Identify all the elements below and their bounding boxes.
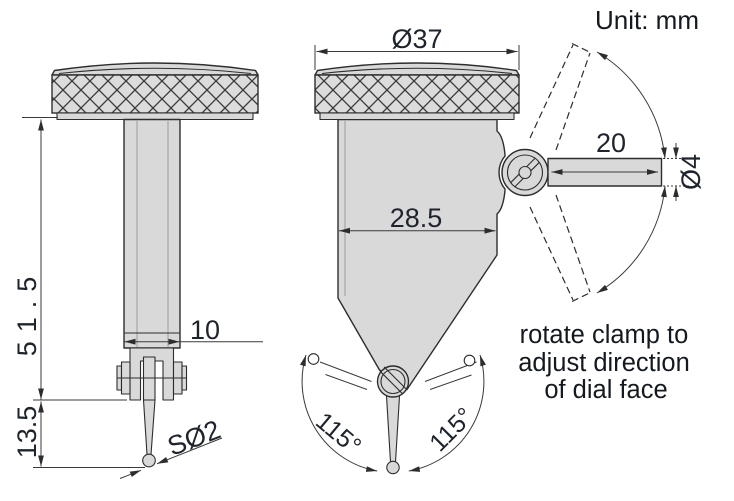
dim-rod-length-label: 20	[596, 128, 626, 158]
stylus-front	[385, 395, 401, 475]
caption-line-1: rotate clamp to	[520, 321, 689, 349]
dim-ball-diameter: SØ2	[119, 414, 225, 479]
clamp-rotation-arc	[596, 51, 667, 294]
pivot-screw	[376, 365, 410, 398]
caption: rotate clamp to adjust direction of dial…	[518, 321, 690, 404]
front-view: 115° 115° Ø37 28.5 20 Ø4	[300, 24, 706, 475]
caption-line-2: adjust direction	[518, 349, 690, 377]
swung-ball-right	[463, 354, 476, 367]
swing-angle-left-label: 115°	[310, 407, 366, 460]
dim-body-depth-label: 28.5	[390, 203, 443, 233]
dim-rod-length: 20	[551, 128, 658, 175]
unit-note: Unit: mm	[595, 5, 699, 35]
knurled-cap-front	[314, 62, 520, 121]
stylus	[142, 399, 156, 468]
dim-rod-diameter-label: Ø4	[676, 154, 706, 190]
contact-ball	[142, 453, 156, 468]
dim-cap-diameter: Ø37	[314, 24, 520, 70]
side-view: 51.5 13.5 10 SØ2	[12, 62, 263, 479]
clamp-hub	[501, 148, 549, 197]
dim-stem-length-label: 51.5	[12, 268, 42, 357]
clamp-rod-swung-positions	[529, 42, 591, 303]
knurled-cap	[51, 62, 259, 121]
dim-stem-width: 10	[124, 315, 263, 345]
dim-tip-length-label: 13.5	[12, 406, 42, 459]
dim-cap-diameter-label: Ø37	[391, 24, 442, 54]
dim-stem-width-label: 10	[190, 315, 220, 345]
swing-angle-right-label: 115°	[424, 402, 479, 457]
dim-body-depth: 28.5	[339, 203, 496, 234]
dim-ball-diameter-label: SØ2	[163, 414, 224, 461]
contact-ball-front	[386, 460, 400, 475]
dim-stem-length: 51.5	[12, 117, 127, 401]
caption-line-3: of dial face	[544, 376, 667, 404]
swung-ball-left	[307, 353, 320, 365]
stylus-clamp	[116, 347, 188, 401]
stem	[123, 118, 181, 349]
dim-rod-diameter: Ø4	[663, 143, 706, 201]
dim-tip-length: 13.5	[12, 401, 145, 468]
indicator-body	[337, 118, 506, 391]
